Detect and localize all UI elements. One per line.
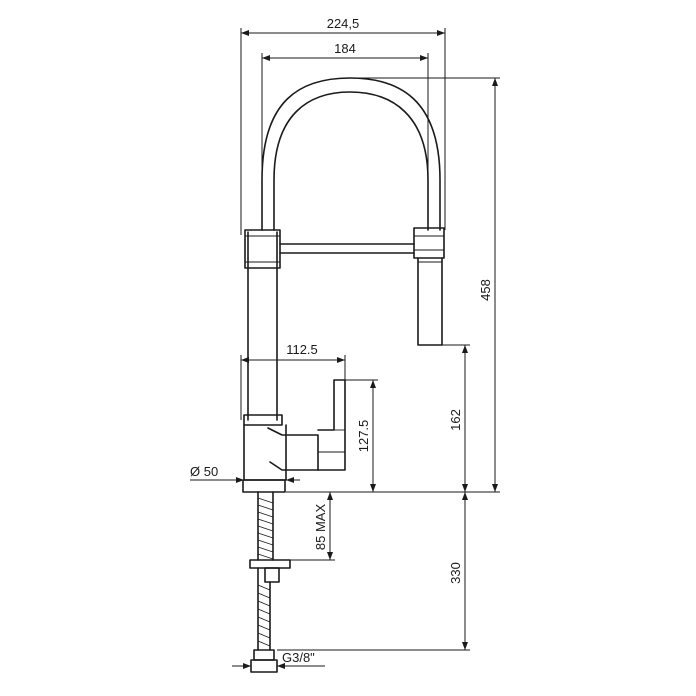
hose-length-label: 330 <box>448 562 463 584</box>
dimension-overall-width: 224,5 <box>240 16 446 235</box>
dimension-connection-thread: G3/8" <box>232 650 325 669</box>
overall-width-label: 224,5 <box>327 16 360 31</box>
spout-width-label: 184 <box>334 41 356 56</box>
handle-reach-label: 112.5 <box>286 342 318 357</box>
max-deck-thickness-label: 85 MAX <box>313 504 328 551</box>
faucet-body <box>242 77 445 493</box>
dimension-handle-reach: 112.5 <box>240 342 346 420</box>
connection-thread-label: G3/8" <box>282 650 315 665</box>
total-height-label: 458 <box>478 279 493 301</box>
dimension-handle-height: 127.5 <box>345 379 378 492</box>
base-diameter-label: Ø 50 <box>190 464 218 479</box>
handle-height-label: 127.5 <box>356 420 371 453</box>
spout-outlet-height-label: 162 <box>448 409 463 431</box>
dimension-base-diameter: Ø 50 <box>190 464 300 483</box>
dimension-max-deck-thickness: 85 MAX <box>290 492 335 561</box>
supply-hoses <box>249 491 291 673</box>
dimension-spout-width: 184 <box>261 41 429 180</box>
dimension-total-height: 458 <box>286 77 500 493</box>
dimension-hose-length: 330 <box>277 492 470 651</box>
dimension-spout-outlet-height: 162 <box>442 344 470 492</box>
